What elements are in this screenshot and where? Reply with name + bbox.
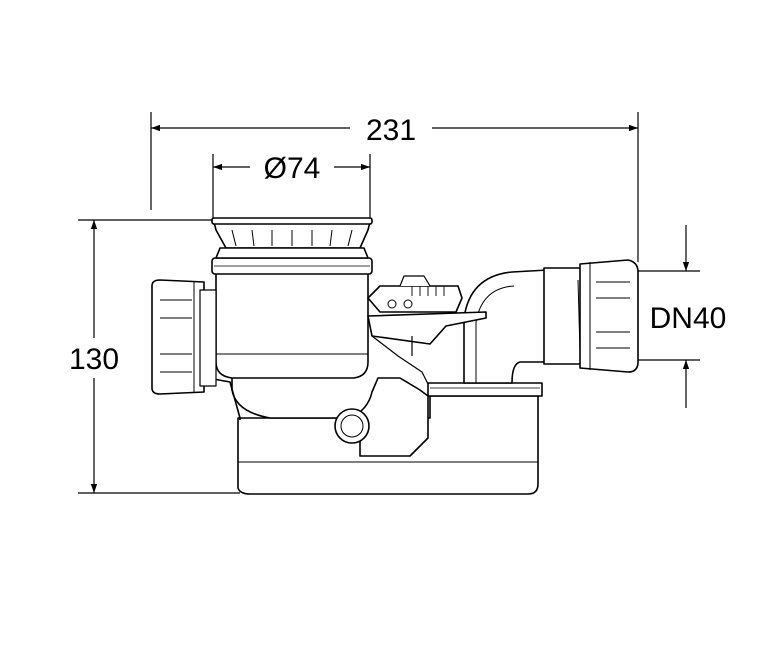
strainer-ribs: [231, 229, 353, 247]
connection-size-label: DN40: [650, 302, 727, 335]
side-port-inner: [340, 414, 364, 438]
outlet-pipe: [543, 267, 585, 365]
drain-assembly: [151, 217, 639, 495]
outlet-diameter-label: Ø74: [264, 152, 321, 185]
left-union-nut: [151, 279, 217, 395]
adjustment-valve: [367, 275, 487, 385]
dimension-outlet-diameter: [212, 154, 371, 220]
dimension-connection-size: [636, 225, 700, 408]
right-union-nut: [577, 259, 639, 373]
strainer-neck: [215, 247, 369, 259]
strainer-housing: [215, 271, 369, 379]
dimension-overall-width: [150, 112, 639, 262]
overall-height-label: 130: [69, 343, 119, 376]
dimension-overall-height: [78, 219, 240, 494]
housing-rim: [427, 382, 543, 397]
overall-width-label: 231: [366, 114, 416, 147]
elbow-inner-curve: [475, 285, 515, 383]
strainer-top-lip: [211, 217, 373, 225]
lower-body-left: [207, 377, 241, 420]
